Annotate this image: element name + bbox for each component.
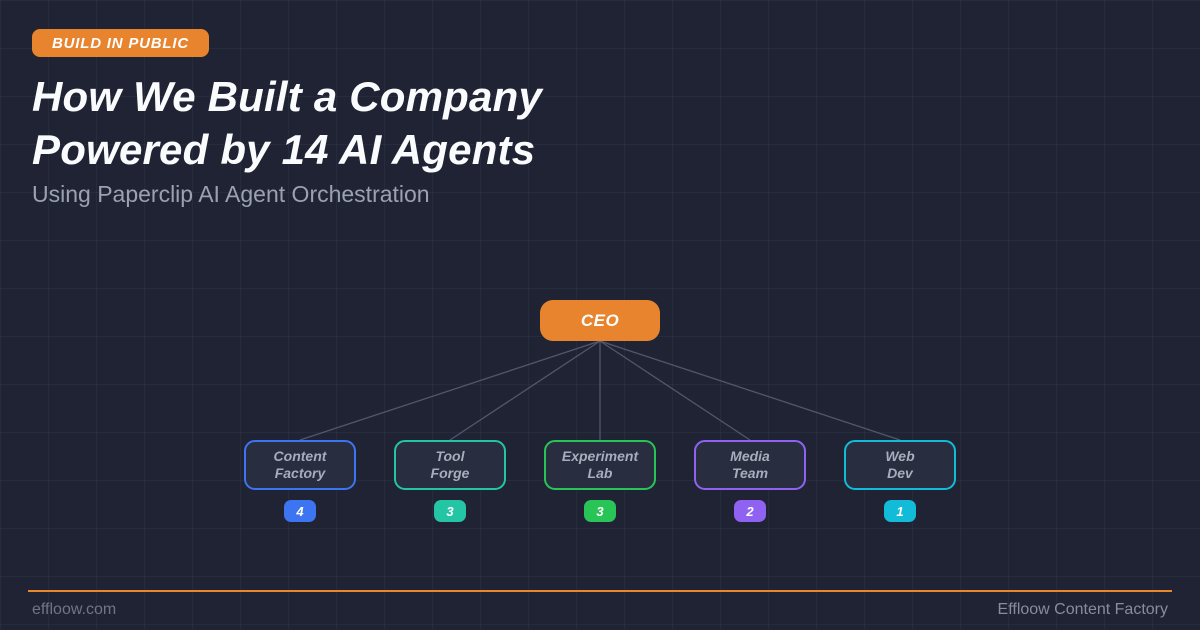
org-node-ceo: CEO: [540, 300, 660, 341]
title-line-2: Powered by 14 AI Agents: [32, 126, 536, 173]
agent-count-badge: 3: [434, 500, 466, 522]
footer-brand: Effloow Content Factory: [997, 601, 1168, 618]
agent-count-badge: 2: [734, 500, 766, 522]
title-line-1: How We Built a Company: [32, 73, 542, 120]
agent-count-badge: 4: [284, 500, 316, 522]
subtitle: Using Paperclip AI Agent Orchestration: [32, 181, 430, 207]
agent-count-badge: 3: [584, 500, 616, 522]
agent-count-badge: 1: [884, 500, 916, 522]
footer-divider: [28, 590, 1172, 592]
build-in-public-badge: BUILD IN PUBLIC: [32, 29, 209, 57]
footer-website: effloow.com: [32, 601, 117, 618]
